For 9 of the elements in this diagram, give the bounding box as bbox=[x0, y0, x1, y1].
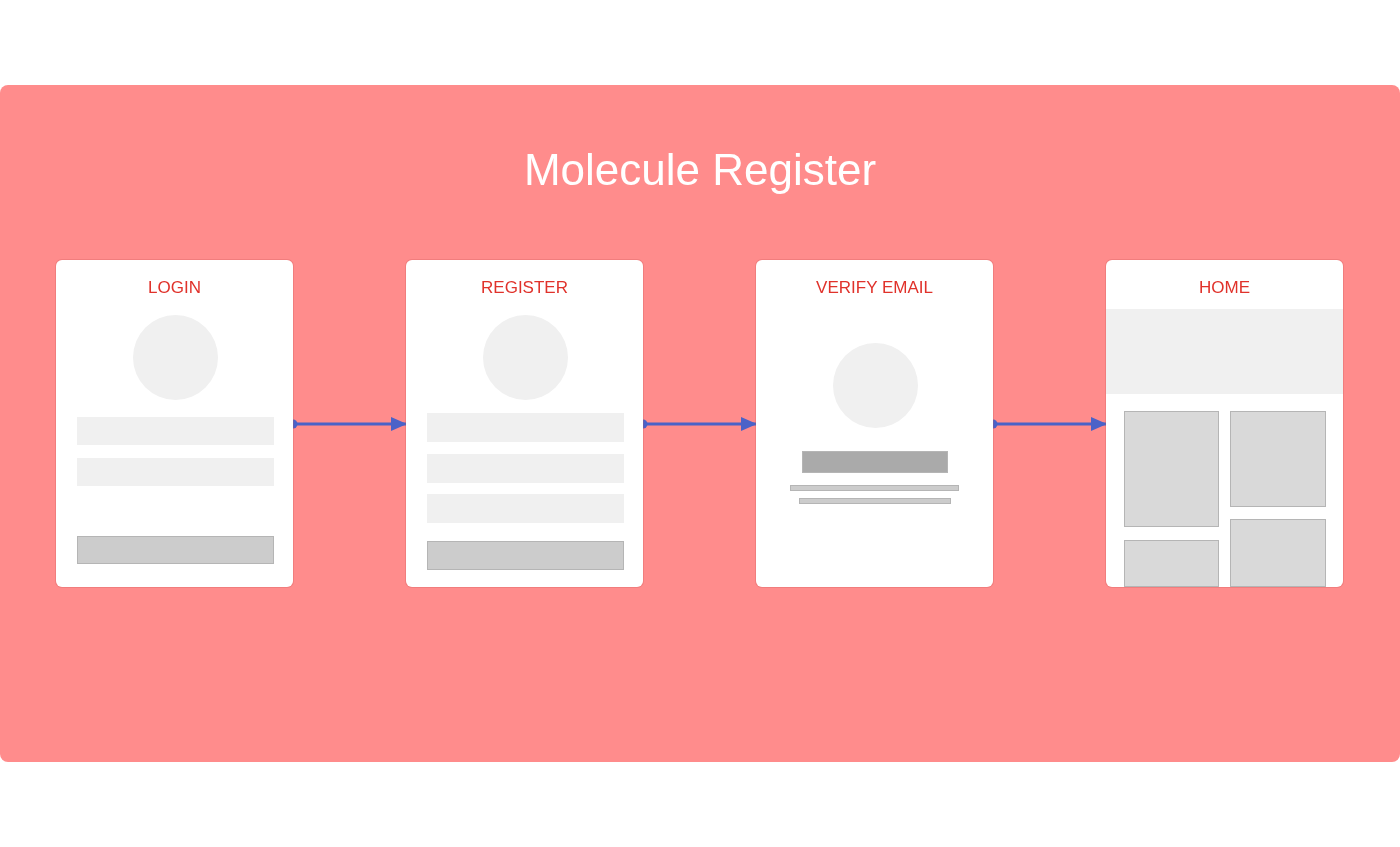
title: Molecule Register bbox=[523, 144, 877, 196]
screen-card bbox=[56, 260, 293, 587]
screen-card bbox=[1106, 260, 1343, 587]
screen-title: VERIFY EMAIL bbox=[816, 278, 933, 298]
screen-title: LOGIN bbox=[148, 278, 201, 298]
screen-card bbox=[406, 260, 643, 587]
screen-card bbox=[756, 260, 993, 587]
screen-title: REGISTER bbox=[481, 278, 568, 298]
screen-title: HOME bbox=[1199, 278, 1250, 298]
